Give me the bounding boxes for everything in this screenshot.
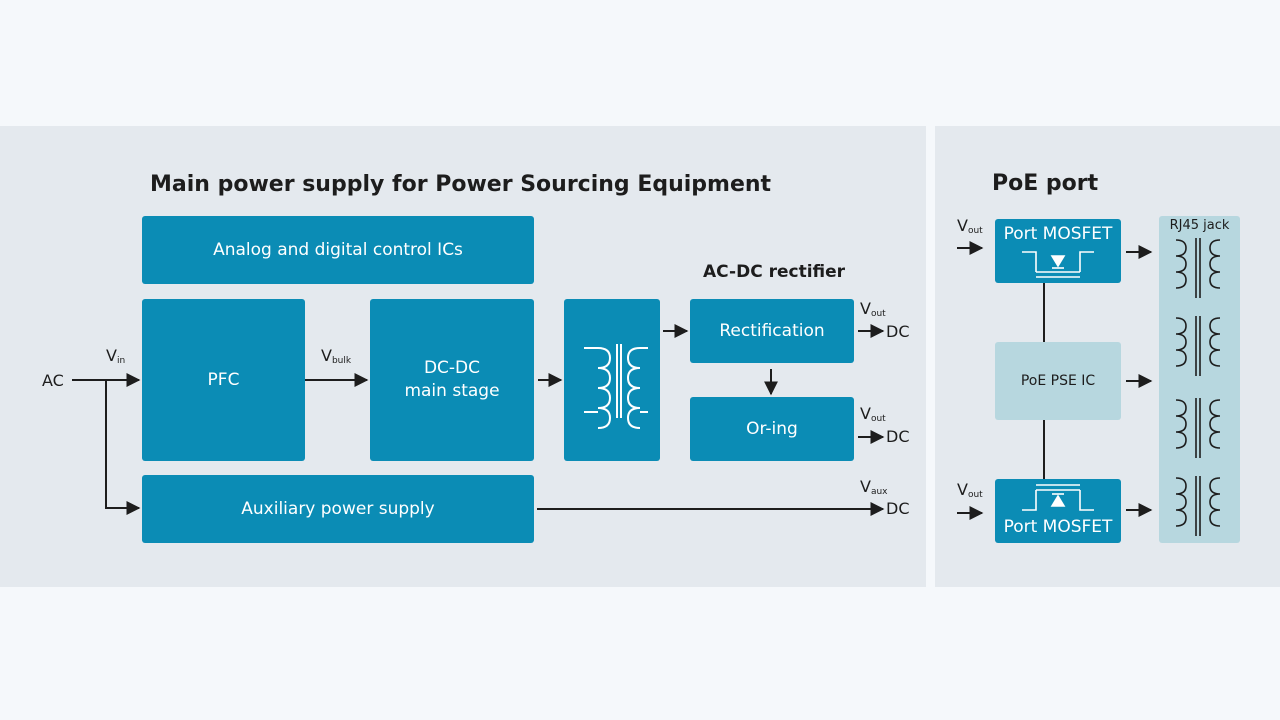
vout-rect-label: Vout [860,299,886,320]
dcdc-block: DC-DC main stage [370,299,534,461]
oring-block: Or-ing [690,397,854,461]
transformer-icon [584,344,648,429]
control-ics-block: Analog and digital control ICs [142,216,534,284]
main-title: Main power supply for Power Sourcing Equ… [150,172,772,197]
vaux-label: Vaux [860,477,888,498]
vbulk-label: Vbulk [321,346,352,367]
dc-rect-label: DC [886,322,910,341]
rectifier-title: AC-DC rectifier [703,262,846,282]
aux-supply-block: Auxiliary power supply [142,475,534,543]
vout-poe-bottom-label: Vout [957,480,983,501]
vout-oring-label: Vout [860,404,886,425]
vout-poe-top-label: Vout [957,216,983,237]
pfc-block: PFC [142,299,305,461]
transformer-block [564,299,660,461]
mosfet-bottom-icon [1022,484,1094,511]
poe-title: PoE port [992,171,1099,196]
dc-aux-label: DC [886,499,910,518]
rectification-block: Rectification [690,299,854,363]
dc-oring-label: DC [886,427,910,446]
mosfet-top-icon [1022,251,1094,278]
rj45-transformers-icon [1175,238,1221,536]
vin-label: Vin [106,346,126,367]
port-mosfet-bottom-block: Port MOSFET [995,479,1121,543]
ac-label: AC [42,371,64,390]
pse-ic-block: PoE PSE IC [995,342,1121,420]
